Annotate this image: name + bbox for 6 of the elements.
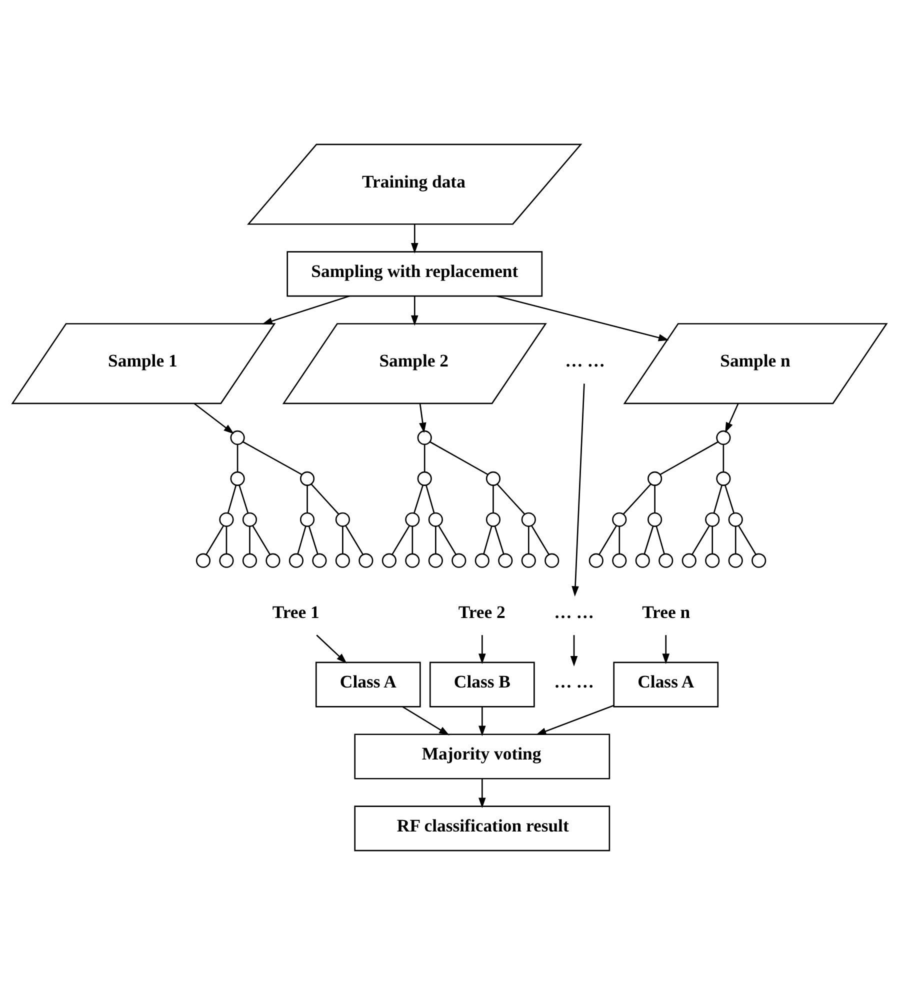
node-text: … …	[565, 350, 605, 371]
node-text: … …	[554, 672, 594, 692]
node-text: Tree 1	[272, 602, 320, 622]
node-text: … …	[554, 602, 594, 622]
node-text: Tree 2	[458, 602, 506, 622]
node-text: Tree n	[642, 602, 690, 622]
